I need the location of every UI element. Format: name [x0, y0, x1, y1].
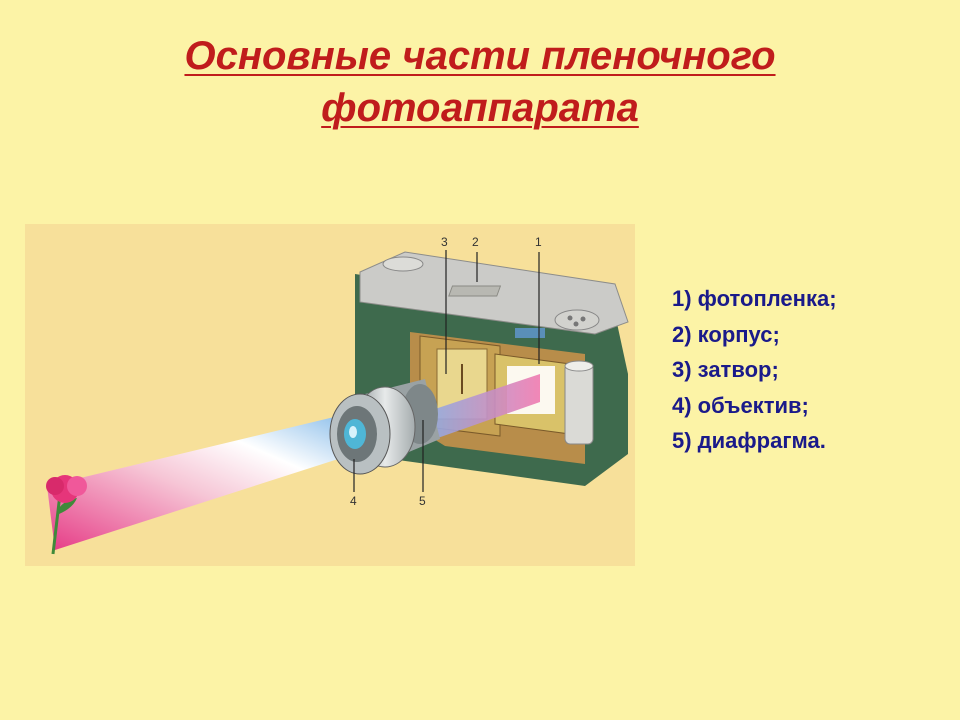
- camera-diagram: 3 2 1 4 5: [46, 235, 629, 555]
- callout-3: 3: [441, 235, 448, 249]
- light-beam: [47, 412, 360, 550]
- list-item: 1) фотопленка;: [672, 286, 837, 311]
- inner-light-beam: [405, 374, 540, 446]
- list-item: 4) объектив;: [672, 392, 809, 418]
- list-item: 2) корпус;: [672, 321, 780, 347]
- lens-assembly: [329, 379, 440, 475]
- parts-list: 1) фотопленка; 2) корпус; 3) затвор; 4) …: [672, 281, 837, 459]
- callout-lines: [353, 250, 540, 492]
- callout-2: 2: [472, 235, 479, 249]
- title-line-2: фотоаппарата: [321, 86, 639, 130]
- callout-4: 4: [350, 494, 357, 508]
- callout-5: 5: [419, 494, 426, 508]
- callout-1: 1: [535, 235, 542, 249]
- title-line-1: Основные части пленочного: [184, 34, 776, 78]
- list-item: 3) затвор;: [672, 357, 779, 382]
- flower-icon: [46, 475, 87, 555]
- camera-illustration: 3 2 1 4 5: [25, 224, 635, 566]
- page-title: Основные части пленочного фотоаппарата: [0, 30, 960, 134]
- list-item: 5) диафрагма.: [672, 428, 826, 453]
